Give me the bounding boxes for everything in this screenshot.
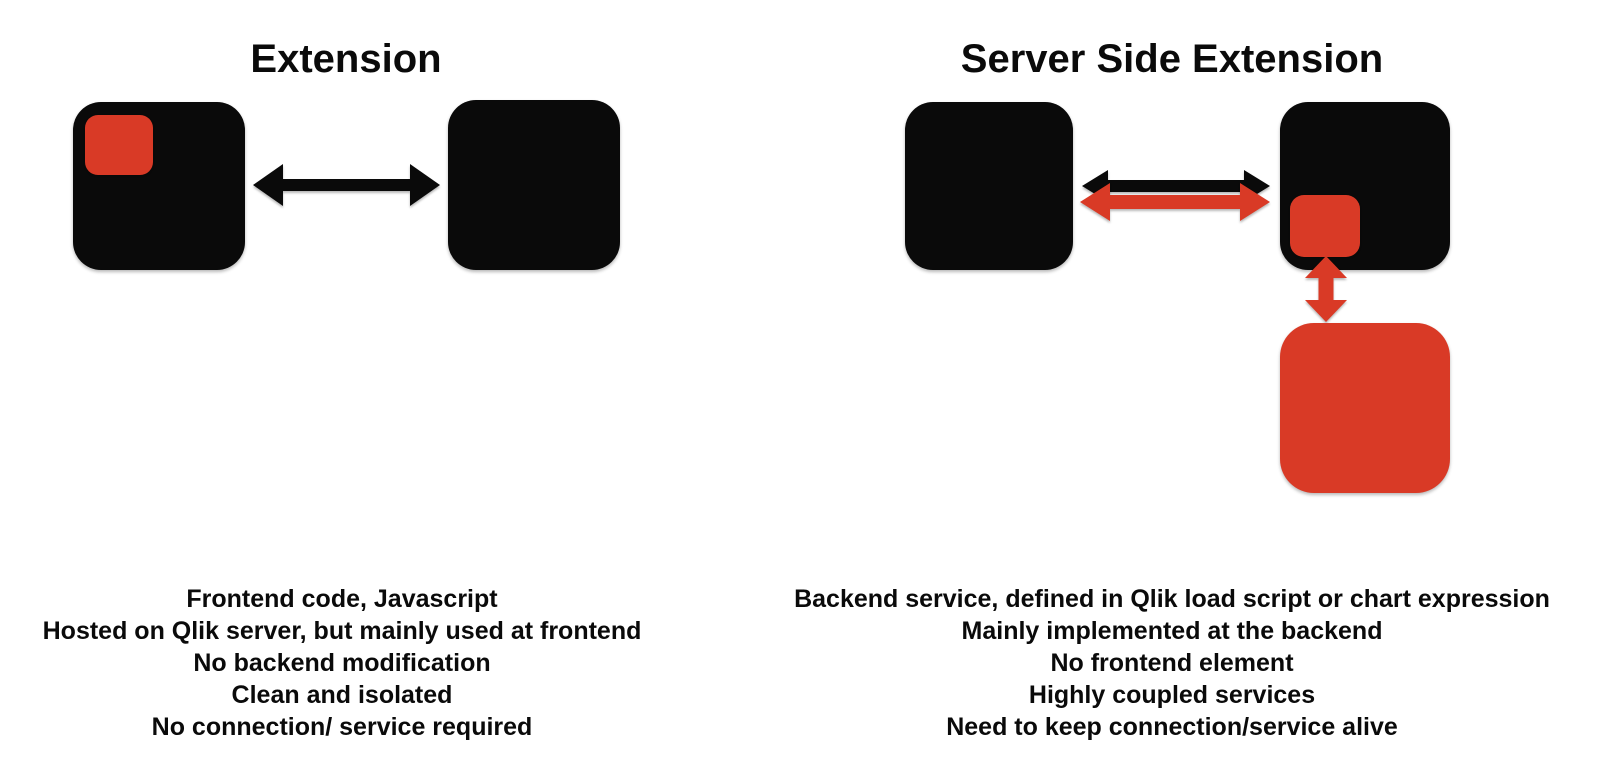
note-line: Mainly implemented at the backend <box>961 617 1383 645</box>
frontend-box-with-extension <box>73 102 245 270</box>
note-line: Hosted on Qlik server, but mainly used a… <box>42 617 642 645</box>
note-line: Clean and isolated <box>231 681 453 709</box>
note-line: Highly coupled services <box>1028 681 1316 709</box>
extension-notes: Frontend code, Javascript Hosted on Qlik… <box>8 583 676 743</box>
sse-title: Server Side Extension <box>960 36 1384 81</box>
sse-plugin-chip <box>1290 195 1360 257</box>
sse-notes: Backend service, defined in Qlik load sc… <box>746 583 1598 743</box>
note-line: No connection/ service required <box>151 713 533 741</box>
horizontal-double-arrow-red <box>1080 183 1270 221</box>
note-line: No frontend element <box>1050 649 1294 677</box>
server-box <box>448 100 620 270</box>
vertical-double-arrow-red <box>1305 256 1347 322</box>
backend-service-box <box>1280 323 1450 493</box>
server-box-with-sse-chip <box>1280 102 1450 270</box>
extension-title: Extension <box>250 36 442 81</box>
note-line: No backend modification <box>193 649 491 677</box>
note-line: Frontend code, Javascript <box>186 585 498 613</box>
horizontal-double-arrow-black <box>253 164 440 206</box>
note-line: Need to keep connection/service alive <box>946 713 1398 741</box>
note-line: Backend service, defined in Qlik load sc… <box>794 585 1550 613</box>
client-box <box>905 102 1073 270</box>
extension-chip <box>85 115 153 175</box>
